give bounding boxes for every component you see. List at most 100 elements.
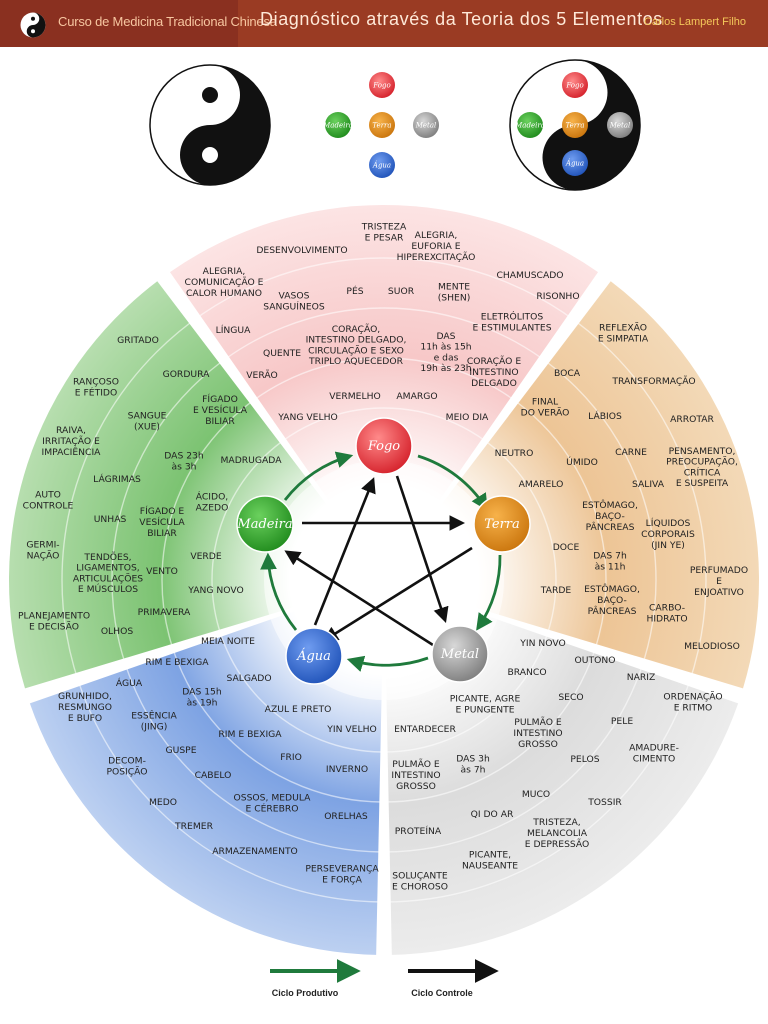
band-ring-2 <box>111 307 657 853</box>
label-metal: PELE <box>611 716 633 727</box>
yin-yang-elements-icon: Fogo Madeira Terra Metal Água <box>509 59 641 191</box>
control-legend-label: Ciclo Controle <box>411 988 473 998</box>
band-ring-3 <box>161 357 607 803</box>
label-water: ARMAZENAMENTO <box>212 846 298 857</box>
label-earth: CARNE <box>615 447 647 458</box>
label-earth: CARBO-HIDRATO <box>646 603 687 625</box>
label-fire: MENTE(SHEN) <box>438 282 471 304</box>
label-fire: RISONHO <box>536 291 579 302</box>
label-metal: AMADURE-CIMENTO <box>629 743 679 765</box>
productive-legend-label: Ciclo Produtivo <box>272 988 339 998</box>
label-fire: CORAÇÃO,INTESTINO DELGADO,CIRCULAÇÃO E S… <box>306 324 407 367</box>
label-metal: PELOS <box>570 754 599 765</box>
label-metal: PICANTE,NAUSEANTE <box>462 850 518 872</box>
label-water: ÁGUA <box>116 677 143 689</box>
band-ring-4 <box>211 407 557 753</box>
earth-label: Terra <box>484 517 520 532</box>
label-water: CABELO <box>195 770 232 781</box>
label-fire: MEIO DIA <box>446 412 489 423</box>
label-fire: VERMELHO <box>329 391 380 402</box>
label-water: FRIO <box>280 752 302 763</box>
fire-label: Fogo <box>367 439 400 454</box>
header-bar: Curso de Medicina Tradicional Chinesa Di… <box>0 0 768 47</box>
label-metal: QI DO AR <box>471 809 514 820</box>
label-wood: GERMI-NAÇÃO <box>26 540 59 562</box>
label-metal: ENTARDECER <box>394 724 456 735</box>
productive-cycle-arrows <box>260 451 502 672</box>
label-wood: VERDE <box>190 551 222 562</box>
label-earth: BOCA <box>554 368 581 379</box>
element-fire: Fogo <box>355 417 413 475</box>
label-wood: GORDURA <box>163 369 211 380</box>
yy-water-label: Água <box>565 159 584 168</box>
label-earth: AMARELO <box>519 479 564 490</box>
label-wood: PRIMAVERA <box>138 607 191 618</box>
band-ring-1 <box>61 257 707 903</box>
metal-label: Metal <box>440 647 479 662</box>
label-wood: YANG NOVO <box>187 585 243 596</box>
author-name: Carlos Lampert Filho <box>643 16 746 28</box>
yin-yang-logo-icon <box>20 12 46 38</box>
label-fire: CHAMUSCADO <box>496 270 563 281</box>
mini-metal-label: Metal <box>415 122 437 130</box>
label-metal: SECO <box>558 692 583 703</box>
label-water: DECOM-POSIÇÃO <box>106 756 147 778</box>
element-wood: Madeira <box>236 495 294 553</box>
label-wood: VENTO <box>146 566 178 577</box>
yy-metal-label: Metal <box>609 122 631 130</box>
label-metal: NARIZ <box>627 672 656 683</box>
wood-label: Madeira <box>236 517 292 532</box>
label-metal: YIN NOVO <box>519 638 565 649</box>
five-elements-legend-icon: Fogo Madeira Terra Metal Água <box>322 72 439 178</box>
label-earth: LÁBIOS <box>588 410 622 422</box>
label-metal: BRANCO <box>507 667 546 678</box>
label-water: AZUL E PRETO <box>265 704 332 715</box>
label-water: RIM E BEXIGA <box>145 657 209 668</box>
label-water: GUSPE <box>165 745 196 756</box>
label-metal: OUTONO <box>575 655 616 666</box>
label-metal: TOSSIR <box>587 797 622 808</box>
label-water: YIN VELHO <box>326 724 376 735</box>
mini-earth-label: Terra <box>372 122 391 130</box>
label-wood: SANGUE(XUE) <box>128 411 167 433</box>
label-earth: ESTÔMAGO,BAÇO-PÂNCREAS <box>582 499 638 533</box>
label-earth: SALIVA <box>632 479 665 490</box>
label-water: MEDO <box>149 797 177 808</box>
label-water: MEIA NOITE <box>201 636 255 647</box>
label-water: ORELHAS <box>324 811 368 822</box>
page-title: Diagnóstico através da Teoria dos 5 Elem… <box>260 9 663 29</box>
label-earth: DOCE <box>553 542 580 553</box>
cycle-legend: Ciclo Produtivo Ciclo Controle <box>270 959 499 998</box>
label-wood: OLHOS <box>101 626 133 637</box>
yy-earth-label: Terra <box>565 122 584 130</box>
label-wood: ÁCIDO,AZEDO <box>196 491 229 514</box>
